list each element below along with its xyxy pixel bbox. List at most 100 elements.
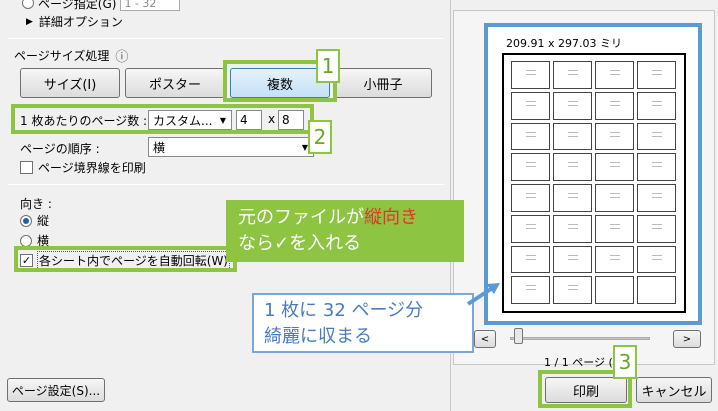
preview-size-label: 209.91 x 297.03 ミリ bbox=[506, 37, 622, 50]
info-icon[interactable]: ⓘ bbox=[115, 50, 129, 65]
step3-highlight bbox=[538, 370, 632, 408]
pages-option-row[interactable]: ページ指定(G) 1 - 32 bbox=[22, 0, 181, 11]
landscape-radio[interactable] bbox=[20, 234, 32, 247]
print-border-option[interactable]: ページ境界線を印刷 bbox=[20, 159, 146, 176]
orientation-note-line2: なら✓を入れる bbox=[238, 233, 362, 254]
preview-slider-track[interactable] bbox=[510, 337, 650, 340]
preview-thumbnail bbox=[637, 245, 676, 274]
step1-badge: 1 bbox=[316, 49, 340, 83]
preview-thumbnail bbox=[511, 214, 550, 243]
times-label: x bbox=[268, 112, 276, 126]
pages-per-sheet-select[interactable]: カスタム... ▼ bbox=[148, 110, 232, 130]
next-page-button[interactable]: > bbox=[673, 330, 701, 348]
print-border-checkbox[interactable] bbox=[20, 161, 33, 174]
preview-thumbnail bbox=[511, 276, 550, 304]
thumbnail-content bbox=[609, 258, 620, 260]
thumbnail-content bbox=[651, 104, 662, 106]
thumbnail-content bbox=[609, 70, 620, 71]
poster-button[interactable]: ポスター bbox=[125, 68, 225, 98]
orientation-title: 向き : bbox=[20, 197, 52, 211]
page-counter: 1 / 1 ページ (1) bbox=[544, 356, 625, 369]
orientation-note-text: 元のファイルが bbox=[238, 207, 364, 228]
more-options-toggle[interactable]: ▶ 詳細オプション bbox=[26, 13, 123, 30]
columns-input[interactable]: 4 bbox=[236, 110, 262, 130]
preview-thumbnail bbox=[637, 153, 676, 181]
thumbnail-content bbox=[525, 285, 536, 287]
thumbnail-content bbox=[609, 223, 620, 225]
page-sizing-title: ページサイズ処理 bbox=[14, 49, 110, 63]
preview-thumbnail bbox=[595, 276, 634, 304]
thumbnail-content bbox=[525, 100, 536, 102]
divider bbox=[8, 184, 444, 185]
preview-thumbnail bbox=[553, 214, 592, 243]
multiple-button[interactable]: 複数 bbox=[230, 68, 330, 98]
thumbnail-content bbox=[651, 100, 662, 102]
pages-label: ページ指定(G) bbox=[38, 0, 117, 11]
pages-per-sheet-label: 1 枚あたりのページ数 : bbox=[20, 114, 148, 128]
pages-per-sheet-value: カスタム... bbox=[153, 113, 213, 128]
thumbnail-content bbox=[567, 70, 578, 71]
fit-note: 1 枚に 32 ページ分 綺麗に収まる bbox=[252, 293, 474, 353]
preview-thumbnail bbox=[637, 184, 676, 212]
thumbnail-content bbox=[567, 104, 578, 106]
portrait-label: 縦 bbox=[37, 214, 50, 228]
portrait-radio[interactable] bbox=[20, 214, 32, 227]
step2-highlight bbox=[11, 104, 314, 134]
chevron-down-icon: ▼ bbox=[301, 142, 309, 152]
divider bbox=[8, 38, 444, 39]
thumbnail-content bbox=[567, 100, 578, 102]
preview-thumbnail bbox=[553, 153, 592, 181]
thumbnail-content bbox=[651, 135, 662, 137]
thumbnail-content bbox=[525, 227, 536, 229]
prev-page-button[interactable]: < bbox=[474, 330, 496, 348]
thumbnail-content bbox=[609, 131, 620, 133]
thumbnail-content bbox=[651, 131, 662, 133]
thumbnail-content bbox=[609, 254, 620, 256]
preview-thumbnail bbox=[511, 153, 550, 181]
booklet-button[interactable]: 小冊子 bbox=[334, 68, 432, 98]
thumbnail-content bbox=[567, 197, 578, 198]
thumbnail-content bbox=[567, 162, 578, 164]
landscape-label: 横 bbox=[37, 234, 50, 248]
thumbnail-content bbox=[651, 166, 662, 168]
pages-input[interactable]: 1 - 32 bbox=[120, 0, 181, 11]
preview-thumbnail bbox=[595, 91, 634, 120]
preview-thumbnail bbox=[553, 245, 592, 274]
thumbnail-content bbox=[525, 166, 536, 168]
thumbnail-content bbox=[525, 135, 536, 137]
rows-input[interactable]: 8 bbox=[278, 110, 304, 130]
preview-thumbnail bbox=[553, 122, 592, 151]
preview-slider-thumb[interactable] bbox=[514, 328, 523, 344]
portrait-option[interactable]: 縦 bbox=[20, 212, 49, 229]
thumbnail-content bbox=[567, 193, 578, 194]
thumbnail-content bbox=[651, 74, 662, 75]
page-setup-button[interactable]: ページ設定(S)... bbox=[7, 378, 105, 402]
auto-rotate-checkbox[interactable]: ✓ bbox=[20, 254, 33, 267]
print-button[interactable]: 印刷 bbox=[545, 377, 627, 403]
thumbnail-content bbox=[609, 162, 620, 164]
page-order-select[interactable]: 横 ▼ bbox=[148, 137, 314, 157]
page-order-label: ページの順序 : bbox=[20, 142, 100, 156]
preview-thumbnail bbox=[511, 91, 550, 120]
thumbnail-content bbox=[609, 135, 620, 137]
page-order-value: 横 bbox=[153, 140, 166, 155]
thumbnail-content bbox=[567, 223, 578, 225]
preview-thumbnail bbox=[553, 91, 592, 120]
pages-radio[interactable] bbox=[22, 0, 34, 9]
preview-thumbnail bbox=[595, 122, 634, 151]
thumbnail-content bbox=[651, 254, 662, 256]
preview-thumbnail bbox=[553, 184, 592, 212]
thumbnail-content bbox=[609, 104, 620, 106]
more-options-label: 詳細オプション bbox=[38, 15, 123, 29]
print-border-label: ページ境界線を印刷 bbox=[38, 161, 146, 175]
thumbnail-content bbox=[651, 227, 662, 229]
cancel-button[interactable]: キャンセル bbox=[636, 377, 712, 403]
thumbnail-content bbox=[609, 100, 620, 102]
size-button[interactable]: サイズ(I) bbox=[20, 68, 120, 98]
thumbnail-content bbox=[525, 223, 536, 225]
thumbnail-content bbox=[525, 74, 536, 75]
preview-thumbnail bbox=[553, 61, 592, 89]
preview-thumbnail bbox=[595, 153, 634, 181]
thumbnail-content bbox=[567, 227, 578, 229]
thumbnail-content bbox=[567, 254, 578, 256]
